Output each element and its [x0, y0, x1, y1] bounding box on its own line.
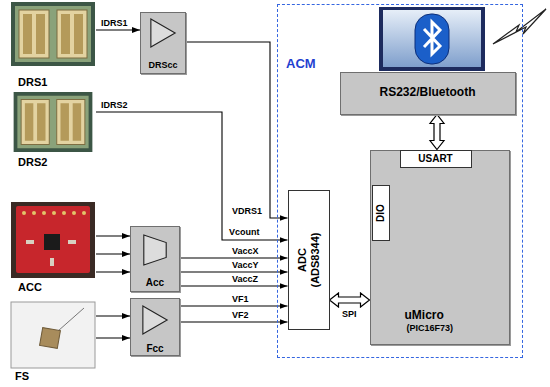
bluetooth-logo — [379, 7, 485, 71]
signal-name: IDRS1 — [100, 18, 129, 28]
node-label: DIO — [375, 188, 387, 238]
node-label: DRS2 — [18, 156, 47, 169]
pin-hole — [22, 211, 26, 215]
signal-wire — [186, 42, 288, 218]
bus-arrow — [430, 115, 444, 150]
node-label: DRS1 — [18, 76, 47, 89]
smd-part — [26, 240, 34, 244]
signal-wire — [180, 321, 288, 322]
sensor: DRS2 — [10, 90, 96, 170]
accelerometer-board — [16, 206, 90, 273]
sensor-lead — [58, 308, 84, 331]
pin-hole — [82, 211, 86, 215]
port-box: DIO — [372, 185, 390, 241]
conditioning-box: Fcc — [130, 298, 180, 356]
drs-sensor-photo — [14, 92, 93, 152]
conditioning-box: DRScc — [140, 12, 186, 74]
pin-hole — [62, 211, 66, 215]
sensor-chip — [44, 234, 60, 250]
circuit-symbol — [151, 19, 175, 47]
logo-badge — [415, 14, 449, 64]
logo-ground — [383, 10, 481, 67]
signal-name: VDRS1 — [231, 206, 263, 216]
signal-name: VaccY — [231, 260, 260, 270]
signal-name: VF2 — [231, 310, 250, 320]
smd-part — [68, 240, 76, 244]
signal-wire — [96, 29, 140, 30]
node-label: ACC — [18, 281, 42, 294]
signal-name: VaccX — [231, 246, 260, 256]
conditioning-box: Acc — [130, 226, 180, 292]
node-label: FS — [15, 370, 29, 383]
signal-wire — [96, 271, 130, 272]
signal-wire — [96, 337, 130, 338]
signal-name: VaccZ — [231, 274, 259, 284]
signal-wire — [96, 315, 130, 316]
bluetooth-rune — [424, 22, 440, 54]
circuit-symbol — [144, 235, 166, 265]
node-label: ADC (ADS8344) — [296, 224, 321, 296]
force-pad — [40, 328, 61, 349]
signal-wire — [96, 235, 130, 236]
sensor: DRS1 — [10, 2, 96, 90]
photo-ground — [11, 302, 95, 368]
circuit-symbol — [141, 304, 169, 336]
node-label: USART — [418, 153, 452, 165]
radio-box: RS232/Bluetooth — [340, 72, 516, 115]
logo-frame — [379, 7, 485, 71]
adc-box: ADC (ADS8344) — [288, 190, 330, 330]
node-label: Fcc — [146, 343, 163, 355]
sensor: ACC — [10, 200, 96, 296]
signal-wire — [96, 253, 130, 254]
photo-ground — [11, 202, 95, 278]
bus-arrow — [330, 293, 370, 307]
pin-hole — [72, 211, 76, 215]
port-box: USART — [400, 150, 472, 168]
signal-name: SPI — [341, 309, 358, 319]
node-label: RS232/Bluetooth — [379, 86, 475, 100]
smd-part — [50, 258, 54, 266]
circuit-symbol — [149, 17, 177, 49]
signal-name: Vcount — [228, 227, 261, 237]
node-label: uMicro — [405, 309, 444, 323]
signal-wire — [180, 285, 288, 286]
part-number: (PIC16F73) — [407, 323, 454, 333]
node-label: DRScc — [148, 60, 177, 70]
node-label: ACM — [286, 57, 316, 72]
pin-hole — [42, 211, 46, 215]
signal-wire — [180, 271, 288, 272]
signal-name: VF1 — [231, 294, 250, 304]
node-label: Acc — [146, 277, 164, 289]
drs-sensor-photo — [11, 2, 95, 66]
pin-hole — [52, 211, 56, 215]
signal-wire — [180, 305, 288, 306]
module-boundary: ACM RS232/Bluetooth uMicro(PIC16F73) USART D… — [277, 4, 523, 358]
pin-hole — [32, 211, 36, 215]
sensor: FS — [10, 300, 96, 385]
signal-wire — [180, 257, 288, 258]
microcontroller-box: uMicro(PIC16F73) USART DIO — [370, 150, 510, 345]
signal-wire — [96, 112, 288, 240]
force-sensor-photo — [11, 302, 95, 368]
wireless-symbol — [493, 9, 546, 44]
circuit-symbol — [141, 232, 169, 268]
signal-name: IDRS2 — [100, 100, 129, 110]
accelerometer-photo — [11, 202, 95, 278]
circuit-symbol — [143, 306, 167, 334]
